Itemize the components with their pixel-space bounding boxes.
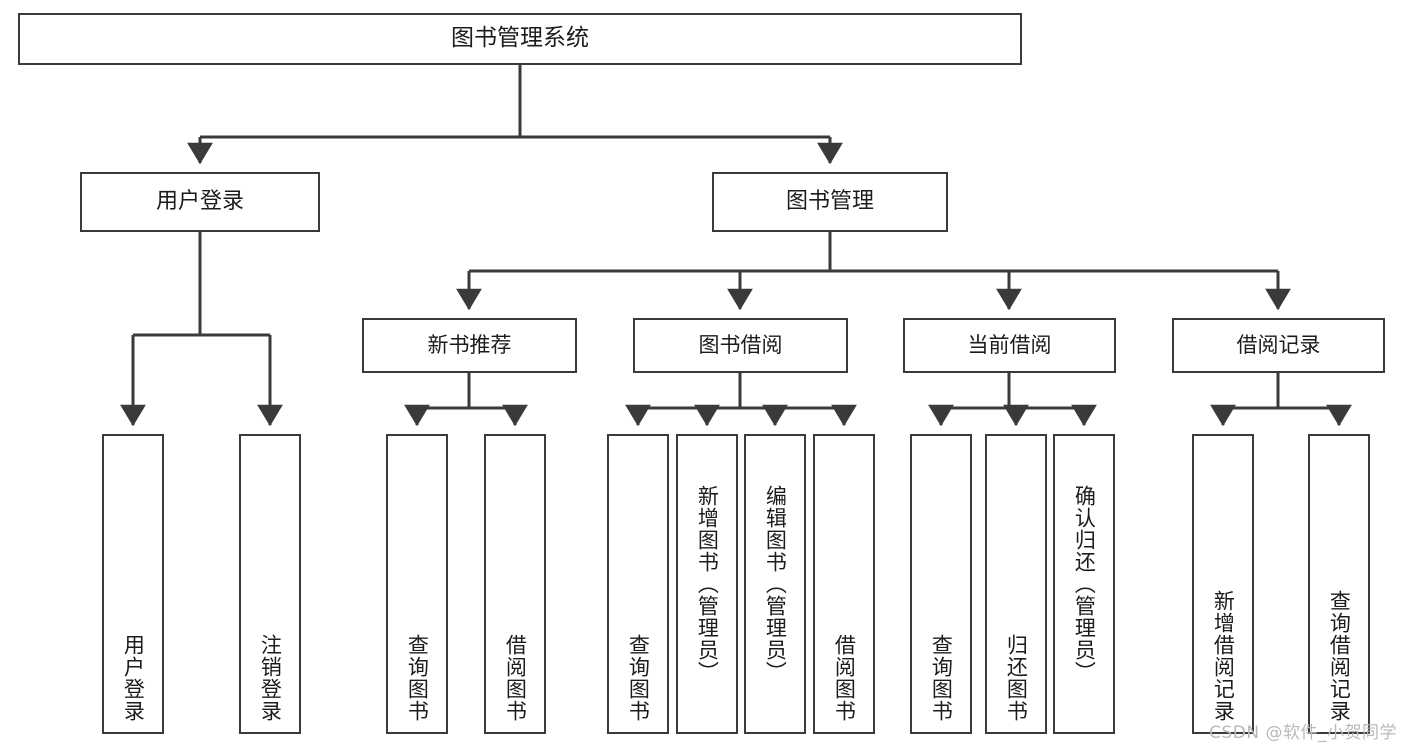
node-leaf-user-logout-label: 注销登录 [258, 634, 283, 722]
node-leaf-borrow-book-2-label: 借阅图书 [832, 634, 857, 722]
node-leaf-query-book-2-label: 查询图书 [626, 634, 651, 722]
node-leaf-query-book-3[interactable]: 查询图书 [910, 434, 972, 734]
node-user-login[interactable]: 用户登录 [80, 172, 320, 232]
node-leaf-query-record-label: 查询借阅记录 [1327, 590, 1352, 722]
node-leaf-confirm-return-label: 确认归还（管理员） [1072, 485, 1097, 683]
node-user-login-label: 用户登录 [155, 189, 244, 215]
node-leaf-query-book-1-label: 查询图书 [405, 634, 430, 722]
node-leaf-borrow-book-1-label: 借阅图书 [503, 634, 528, 722]
node-book-borrow-label: 图书借阅 [698, 333, 783, 358]
node-leaf-borrow-book-2[interactable]: 借阅图书 [813, 434, 875, 734]
node-leaf-user-login-label: 用户登录 [121, 634, 146, 722]
node-new-book-recommend[interactable]: 新书推荐 [362, 318, 577, 373]
node-borrow-record-label: 借阅记录 [1236, 333, 1321, 358]
node-borrow-record[interactable]: 借阅记录 [1172, 318, 1385, 373]
node-leaf-add-record-label: 新增借阅记录 [1211, 590, 1236, 722]
node-leaf-query-book-1[interactable]: 查询图书 [386, 434, 448, 734]
node-root[interactable]: 图书管理系统 [18, 13, 1022, 65]
node-leaf-edit-book[interactable]: 编辑图书（管理员） [744, 434, 806, 734]
node-new-book-recommend-label: 新书推荐 [427, 333, 512, 358]
node-leaf-query-book-3-label: 查询图书 [929, 634, 954, 722]
node-leaf-return-book[interactable]: 归还图书 [985, 434, 1047, 734]
node-leaf-borrow-book-1[interactable]: 借阅图书 [484, 434, 546, 734]
node-leaf-add-book-label: 新增图书（管理员） [695, 485, 720, 683]
node-leaf-edit-book-label: 编辑图书（管理员） [763, 485, 788, 683]
node-root-label: 图书管理系统 [451, 25, 589, 52]
node-leaf-user-login[interactable]: 用户登录 [102, 434, 164, 734]
node-current-borrow[interactable]: 当前借阅 [903, 318, 1116, 373]
node-leaf-add-book[interactable]: 新增图书（管理员） [676, 434, 738, 734]
node-leaf-query-book-2[interactable]: 查询图书 [607, 434, 669, 734]
watermark: CSDN @软件_小贺同学 [1209, 723, 1397, 743]
node-current-borrow-label: 当前借阅 [967, 333, 1052, 358]
node-leaf-return-book-label: 归还图书 [1004, 634, 1029, 722]
node-book-borrow[interactable]: 图书借阅 [633, 318, 848, 373]
node-leaf-confirm-return[interactable]: 确认归还（管理员） [1053, 434, 1115, 734]
node-book-manage-label: 图书管理 [785, 189, 874, 215]
node-leaf-user-logout[interactable]: 注销登录 [239, 434, 301, 734]
node-leaf-query-record[interactable]: 查询借阅记录 [1308, 434, 1370, 734]
node-book-manage[interactable]: 图书管理 [712, 172, 948, 232]
node-leaf-add-record[interactable]: 新增借阅记录 [1192, 434, 1254, 734]
